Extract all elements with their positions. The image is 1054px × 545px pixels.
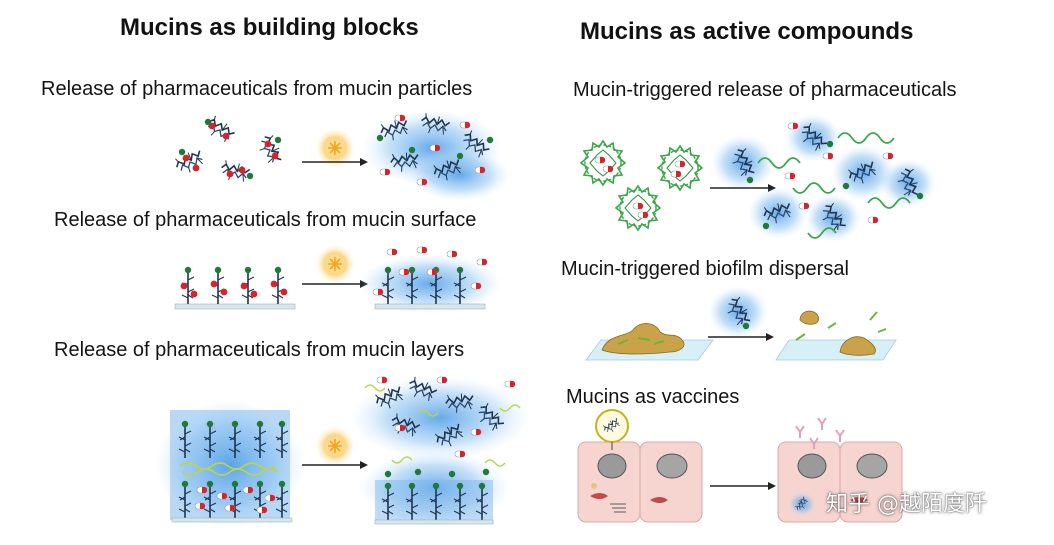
light-trigger-icon: [314, 425, 356, 467]
diagram-layers: [155, 375, 530, 530]
released-particles: [362, 110, 510, 201]
label-mucin-triggered-release: Mucin-triggered release of pharmaceutica…: [573, 79, 957, 101]
cell-icon: [777, 441, 903, 523]
cell-icon: [577, 441, 703, 523]
biofilm-icon: [839, 336, 876, 356]
label-layers: Release of pharmaceuticals from mucin la…: [54, 339, 465, 361]
watermark-text: 知乎 @越陌度阡: [826, 492, 987, 517]
label-particles: Release of pharmaceuticals from mucin pa…: [41, 78, 473, 100]
heading-building-blocks: Mucins as building blocks: [120, 14, 419, 41]
helix-polymer-icon: [580, 140, 626, 186]
label-biofilm-dispersal: Mucin-triggered biofilm dispersal: [561, 258, 849, 280]
diagram-biofilm-dispersal: [585, 286, 897, 361]
substrate: [174, 303, 296, 310]
substrate: [374, 303, 486, 310]
antibody-icon: [795, 417, 845, 449]
helix-polymer-icon: [615, 185, 661, 231]
diagram-mucin-triggered-release: [580, 114, 936, 242]
arrow-right-icon: [709, 481, 777, 491]
heading-active-compounds: Mucins as active compounds: [580, 18, 914, 45]
label-surface: Release of pharmaceuticals from mucin su…: [54, 209, 477, 231]
diagram-vaccines: [577, 409, 903, 523]
diagram-surface: [174, 243, 502, 314]
mucin-particle-cluster: [172, 113, 287, 185]
diagram-particles: [172, 110, 510, 201]
label-vaccines: Mucins as vaccines: [566, 386, 740, 408]
light-trigger-icon: [314, 243, 356, 285]
helix-polymer-icon: [657, 145, 703, 191]
